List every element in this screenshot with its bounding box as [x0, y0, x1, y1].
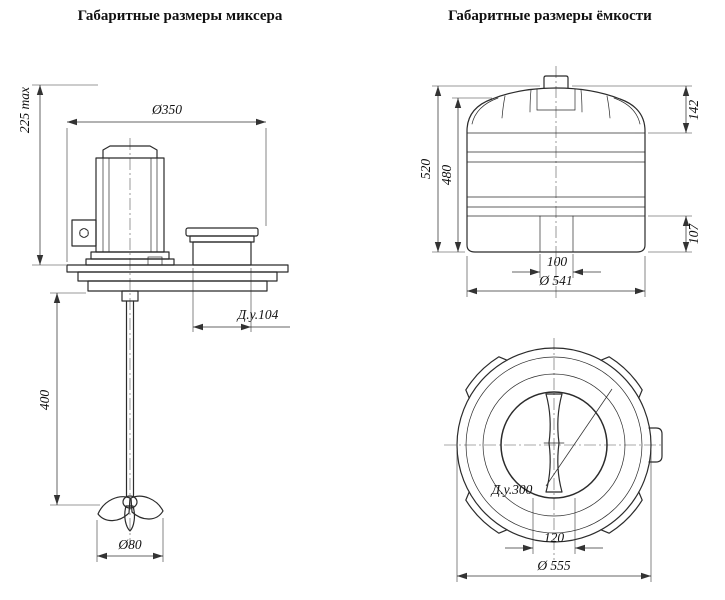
dim-tank-diameter-group: Ø 541 [466, 256, 646, 297]
dim-mixer-port: Д.у.104 [236, 307, 279, 322]
dim-mixer-propeller-diameter-group: Ø80 [96, 518, 164, 562]
tank-top-body [456, 347, 663, 543]
dim-tank-total-height: 520 [418, 159, 433, 180]
dim-tank-opening-group: Д.у.300 [490, 388, 613, 497]
tank-side-body [466, 75, 646, 253]
dim-mixer-max-height-group: 225 max [17, 84, 98, 266]
dim-tank-outer-diameter-group: Ø 555 [456, 450, 652, 582]
mixer-junction-box [71, 219, 97, 247]
dim-tank-foot-width: 100 [547, 254, 568, 269]
mixer-title: Габаритные размеры миксера [77, 8, 283, 24]
mixer-flange-plates [66, 256, 289, 292]
mixer-port-fitting [185, 227, 259, 266]
dim-mixer-flange-diameter: Ø350 [151, 102, 182, 117]
dim-tank-heights-group: 520 480 [418, 85, 540, 253]
mixer-shaft [121, 290, 139, 498]
dim-mixer-shaft-depth-group: 400 [37, 292, 100, 506]
dim-tank-bottom-height: 107 [686, 223, 701, 245]
dim-mixer-shaft-depth: 400 [37, 390, 52, 411]
dim-tank-bottom-height-group: 107 [648, 215, 701, 253]
dim-tank-handle-width: 120 [544, 530, 565, 545]
dim-tank-diameter: Ø 541 [538, 273, 572, 288]
dim-tank-lid-height-group: 142 [572, 85, 701, 134]
tank-top-drawing: Д.у.300 120 Ø 555 [444, 338, 664, 582]
tank-side-drawing: 520 480 142 107 [418, 66, 701, 300]
dim-tank-body-height: 480 [439, 165, 454, 186]
dim-tank-foot-width-group: 100 [512, 254, 601, 278]
tank-title: Габаритные размеры ёмкости [448, 8, 652, 24]
dim-mixer-max-height: 225 max [17, 87, 32, 133]
dim-mixer-propeller-diameter: Ø80 [117, 537, 141, 552]
mixer-drawing: 225 max Ø350 Д.у.104 [17, 84, 290, 562]
dim-tank-opening: Д.у.300 [490, 482, 533, 497]
dim-mixer-flange-diameter-group: Ø350 [66, 102, 267, 262]
dim-tank-outer-diameter: Ø 555 [536, 558, 571, 573]
mixer-propeller [97, 495, 164, 532]
dim-tank-lid-height: 142 [686, 100, 701, 121]
dim-mixer-port-group: Д.у.104 [192, 268, 290, 332]
dim-tank-handle-width-group: 120 [505, 498, 603, 554]
